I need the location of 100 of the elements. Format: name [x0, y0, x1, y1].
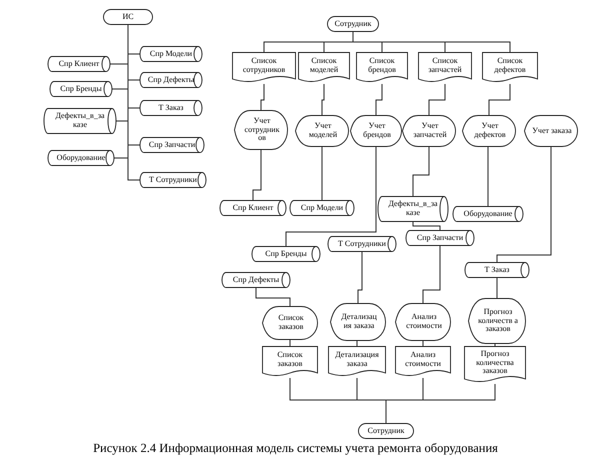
connector-line: [428, 84, 446, 116]
connector-line: [488, 84, 510, 116]
connector-line: [322, 84, 324, 116]
node-label: Спр Запчасти: [416, 234, 464, 242]
database-cylinder: [453, 206, 523, 222]
document-shape: [262, 346, 318, 378]
connector-line: [286, 146, 376, 246]
connector-line: [422, 246, 440, 304]
database-cylinder: [140, 46, 202, 62]
document-shape: [298, 52, 350, 84]
display-shape: [295, 115, 349, 147]
node-label: Учет запчастей: [412, 122, 448, 140]
figure-caption: Рисунок 2.4 Информационная модель системы учета ремонта оборудования: [92, 441, 499, 456]
display-shape: [234, 110, 288, 150]
node-label: Список брендов: [367, 57, 397, 76]
display-shape: [395, 303, 451, 341]
node-label: Список моделей: [308, 57, 340, 76]
database-cylinder: [48, 56, 110, 72]
display-shape: [262, 306, 318, 340]
connector-line: [352, 32, 510, 52]
node-label: ИС: [121, 12, 135, 22]
display-shape: [330, 303, 386, 341]
connector-line: [496, 278, 498, 298]
node-label: Спр Клиент: [232, 204, 274, 212]
node-label: Учет дефектов: [473, 122, 507, 140]
node-label: Учет моделей: [308, 122, 338, 140]
node-label: Спр Модели: [148, 50, 194, 58]
connector-line: [356, 340, 358, 346]
document-shape: [464, 346, 526, 384]
node-label: Спр Клиент: [58, 60, 100, 68]
node-label: Список заказов: [276, 351, 304, 370]
connector-line: [422, 340, 424, 346]
node-label: Список запчастей: [427, 57, 463, 76]
node-label: Прогноз количеств а заказов: [477, 308, 519, 334]
document-shape: [328, 346, 386, 378]
connector-line: [252, 150, 262, 200]
node-label: Т Сотрудники: [337, 240, 387, 248]
database-cylinder: [50, 81, 112, 97]
node-label: Прогноз количества заказов: [475, 350, 515, 378]
node-label: Список дефектов: [493, 57, 527, 76]
node-label: Учет заказа: [531, 126, 573, 136]
database-cylinder: [220, 200, 286, 216]
display-shape: [402, 115, 456, 147]
connector-line: [358, 252, 362, 304]
node-label: Т Сотрудники: [148, 176, 198, 184]
connector-line: [412, 146, 430, 196]
database-cylinder: [290, 200, 354, 216]
database-cylinder: [44, 108, 116, 134]
node-label: Анализ стоимости: [405, 313, 443, 331]
node-label: Детализация заказа: [334, 351, 380, 370]
display-shape: [524, 115, 578, 147]
node-label: Сотрудник: [334, 20, 372, 28]
connector-line: [386, 384, 496, 424]
connector-line: [256, 288, 290, 306]
node-label: Оборудование: [56, 154, 106, 162]
node-label: Список сотрудников: [242, 57, 286, 76]
node-label: Учет брендов: [362, 122, 392, 140]
database-cylinder: [140, 172, 206, 188]
connector-line: [128, 24, 140, 180]
node-label: Учет сотрудник ов: [244, 116, 280, 144]
connector-line: [496, 146, 552, 262]
database-cylinder: [378, 196, 448, 222]
node-label: Спр Запчасти: [148, 140, 196, 150]
terminator-shape: [103, 9, 153, 25]
node-label: Детализац ия заказа: [340, 313, 378, 331]
database-cylinder: [140, 72, 202, 88]
connector-line: [376, 84, 382, 116]
display-shape: [468, 298, 526, 344]
document-shape: [232, 52, 296, 84]
database-cylinder: [465, 262, 529, 278]
display-shape: [462, 115, 516, 147]
node-label: Т Заказ: [158, 104, 184, 112]
node-label: Дефекты_в_за казе: [54, 112, 106, 130]
node-label: Анализ стоимости: [404, 351, 442, 370]
node-label: Спр Дефекты: [232, 276, 280, 284]
node-label: Дефекты_в_за казе: [387, 200, 439, 218]
database-cylinder: [140, 137, 204, 153]
node-label: Спр Бренды: [264, 250, 308, 258]
node-label: Спр Бренды: [59, 84, 103, 94]
node-label: Спр Модели: [300, 204, 344, 212]
database-cylinder: [328, 236, 396, 252]
node-label: Спр Дефекты: [146, 76, 196, 84]
connector-line: [412, 222, 440, 230]
database-cylinder: [406, 230, 474, 246]
document-shape: [395, 346, 451, 378]
terminator-shape: [358, 423, 414, 439]
document-shape: [356, 52, 408, 84]
document-shape: [418, 52, 472, 84]
database-cylinder: [222, 272, 290, 288]
document-shape: [482, 52, 538, 84]
connector-line: [260, 84, 264, 110]
node-label: Сотрудник: [366, 426, 406, 436]
node-label: Т Заказ: [484, 266, 510, 274]
database-cylinder: [48, 150, 114, 166]
terminator-shape: [327, 16, 379, 32]
database-cylinder: [140, 100, 202, 116]
display-shape: [350, 115, 402, 147]
database-cylinder: [252, 246, 320, 262]
node-label: Список заказов: [277, 314, 305, 332]
node-label: Оборудование: [462, 210, 514, 218]
